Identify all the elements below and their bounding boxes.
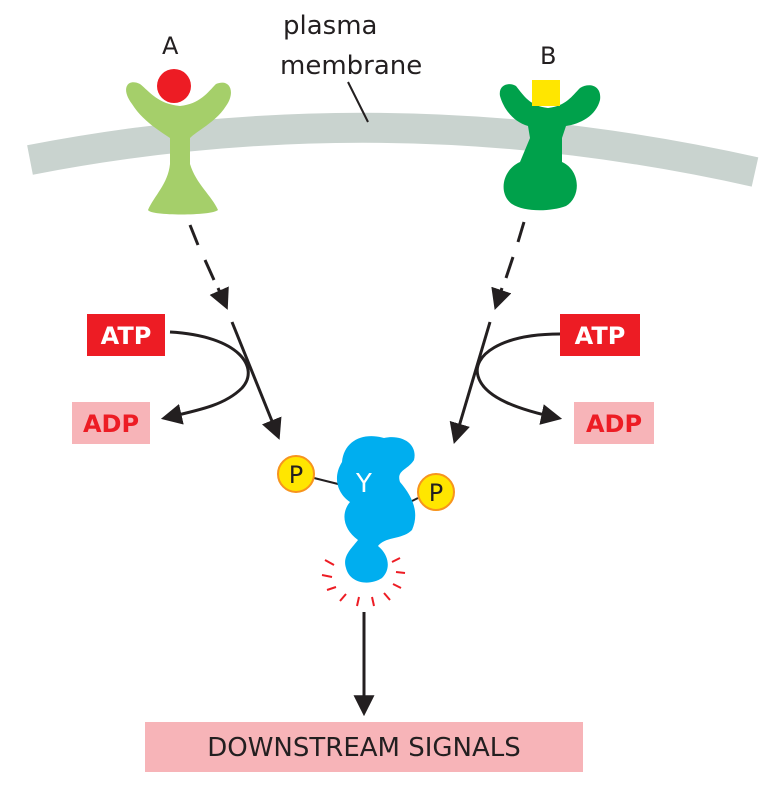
receptor-b: B xyxy=(499,42,601,211)
left-pathway-arrow xyxy=(230,321,282,440)
protein-y-label: Y xyxy=(355,469,372,499)
membrane-label-leader xyxy=(347,81,369,123)
downstream-label: DOWNSTREAM SIGNALS xyxy=(207,733,521,763)
left-pathway-arrow-top xyxy=(209,286,229,310)
downstream-box xyxy=(145,722,583,772)
right-adp-label: ADP xyxy=(586,410,642,438)
right-adp-box xyxy=(574,402,654,444)
receptor-a-label: A xyxy=(162,32,179,60)
receptor-a-body xyxy=(126,82,231,215)
right-pathway-dash2 xyxy=(504,256,515,279)
plasma-membrane xyxy=(27,112,759,187)
right-atp-box xyxy=(560,314,640,356)
membrane-label-line1: plasma xyxy=(283,11,377,41)
right-atp-adp-arrow xyxy=(475,332,563,425)
receptor-a: A xyxy=(126,32,231,215)
phosphate-right-label: P xyxy=(429,479,443,507)
ligand-b xyxy=(532,80,560,106)
receptor-b-label: B xyxy=(540,42,556,70)
ligand-a xyxy=(157,69,191,103)
phosphate-left xyxy=(277,455,315,493)
right-atp-label: ATP xyxy=(575,322,626,350)
right-pathway-dash1 xyxy=(516,221,526,243)
left-adp-label: ADP xyxy=(83,410,139,438)
membrane-label-line2: membrane xyxy=(280,51,422,81)
right-pathway-arrow xyxy=(449,321,492,445)
right-pathway-arrow-top xyxy=(491,286,512,310)
left-atp-adp-arrow xyxy=(160,330,250,425)
protein-y: Y P P xyxy=(277,436,455,607)
left-atp-label: ATP xyxy=(101,322,152,350)
phosphate-right xyxy=(417,473,455,511)
activation-rays xyxy=(321,557,406,607)
left-atp-box xyxy=(87,314,165,356)
phosphate-left-label: P xyxy=(289,461,303,489)
receptor-b-body xyxy=(499,84,601,211)
protein-y-body xyxy=(336,436,416,583)
left-pathway-dash1 xyxy=(188,224,200,246)
left-pathway-dash2 xyxy=(203,259,216,281)
left-adp-box xyxy=(72,402,150,444)
